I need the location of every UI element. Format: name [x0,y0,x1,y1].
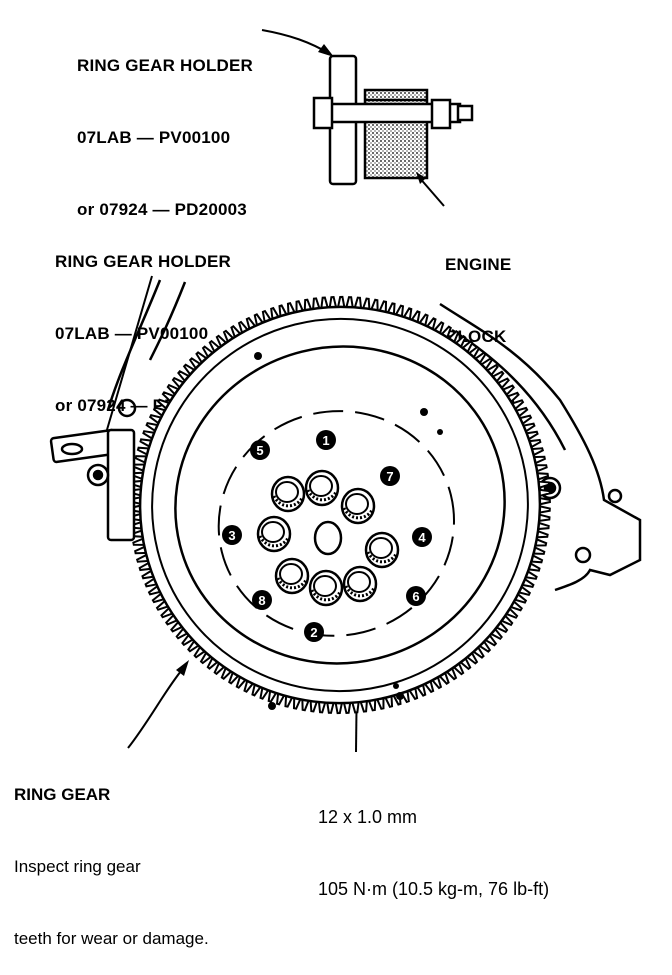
flywheel-bolt [364,531,400,569]
ring-gear-line2: teeth for wear or damage. [14,929,209,948]
left-housing [106,279,187,418]
sequence-number: 6 [412,589,419,604]
sequence-marker: 1 [316,430,336,450]
holder-bolt-tip [456,104,474,122]
housing-outline [439,302,642,592]
holder-top-part2: or 07924 — PD20003 [77,200,247,219]
sequence-marker: 6 [406,586,426,606]
sequence-number: 8 [258,593,265,608]
sequence-number: 2 [310,625,317,640]
sequence-number: 5 [256,443,263,458]
holder-nut [430,98,452,130]
flywheel-rim [151,317,529,693]
flywheel-face [174,345,506,665]
flywheel-bolts [256,469,400,607]
holder-top-label: RING GEAR HOLDER 07LAB — PV00100 or 0792… [77,6,253,246]
holder-top-title: RING GEAR HOLDER [77,56,254,75]
sequence-marker: 3 [222,525,242,545]
flywheel-bolt [342,565,378,603]
flywheel-bolt [308,569,344,607]
holder-top-part1: 07LAB — PV00100 [77,128,231,147]
engine-block-line1: ENGINE [445,255,512,274]
sequence-marker: 7 [380,466,400,486]
ring-gear-line1: Inspect ring gear [14,857,141,876]
sequence-marker: 5 [250,440,270,460]
flywheel-bolt [256,515,292,553]
sequence-number: 7 [386,469,393,484]
sequence-number: 3 [228,528,235,543]
bolt-spec-line1: 12 x 1.0 mm [318,807,418,827]
sequence-marker: 4 [412,527,432,547]
sequence-marker: 2 [304,622,324,642]
holder-bolt-head [312,96,334,130]
flywheel [129,295,551,715]
flywheel-bolt [270,475,306,513]
bolt-spec-line2: 105 N·m (10.5 kg-m, 76 lb-ft) [318,879,550,899]
flywheel-bolt [274,557,310,595]
sequence-number: 4 [418,530,426,545]
flywheel-holes [254,352,443,710]
tightening-sequence: 1 2 3 4 5 6 7 8 [222,430,432,642]
sequence-marker: 8 [252,590,272,610]
ring-gear-holder-tool [49,428,136,542]
sequence-number: 1 [322,433,329,448]
flywheel-bolt [340,487,376,525]
holder-detail [312,54,474,186]
holder-mid-part1: 07LAB — PV00100 [55,324,209,343]
ring-gear-title: RING GEAR [14,785,111,804]
holder-mid-title: RING GEAR HOLDER [55,252,232,271]
center-hub [313,520,343,556]
ring-gear-root [138,305,542,705]
leader-ring-gear [127,665,186,749]
flywheel-bolt [304,469,340,507]
bolt-circle-guide [217,410,456,637]
flywheel-diagram: 1 2 3 4 5 6 7 8 [49,29,642,753]
